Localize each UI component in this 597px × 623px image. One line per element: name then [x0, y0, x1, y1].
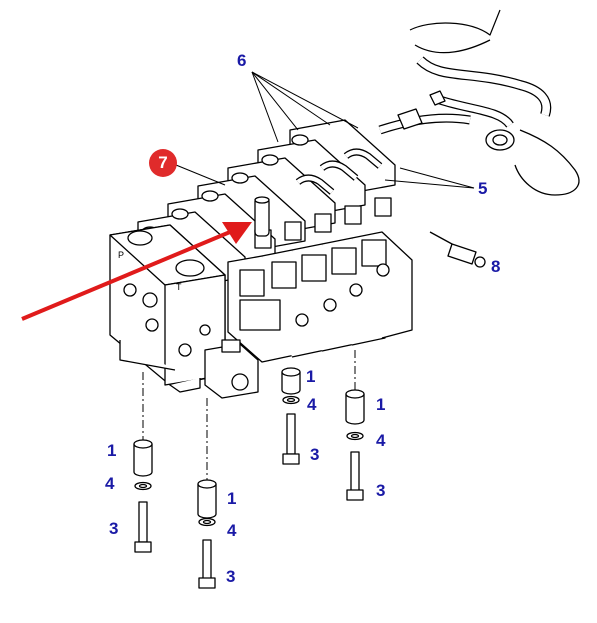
red-arrow	[21, 222, 252, 321]
callout-4-c: 4	[307, 395, 317, 414]
callout-3-a: 3	[109, 519, 119, 538]
callout-badge-7: 7	[149, 149, 177, 177]
spacer-bushing-b	[197, 479, 217, 589]
callout-8: 8	[491, 257, 501, 276]
port-mark-t: T	[176, 282, 182, 292]
alignment-lines	[142, 350, 356, 480]
callout-1-c: 1	[306, 367, 316, 386]
spacer-bushing-c	[281, 367, 301, 465]
leader-lines	[175, 71, 475, 189]
hydraulic-hoses	[378, 9, 580, 196]
callout-5: 5	[478, 179, 488, 198]
port-mark-p: P	[118, 250, 124, 260]
elbow-fittings	[254, 148, 383, 237]
callout-6: 6	[237, 51, 247, 70]
spacer-bushing-d	[345, 389, 365, 501]
callout-4-d: 4	[376, 431, 386, 450]
callout-3-b: 3	[226, 567, 236, 586]
callout-4-a: 4	[105, 474, 115, 493]
callout-1-b: 1	[227, 489, 237, 508]
spacer-bushing-a	[133, 439, 153, 553]
callout-4-b: 4	[227, 521, 237, 540]
callout-1-d: 1	[376, 395, 386, 414]
callout-1-a: 1	[107, 441, 117, 460]
callout-3-d: 3	[376, 481, 386, 500]
solenoid-coil	[204, 339, 259, 399]
pressure-sensor	[429, 231, 486, 268]
callout-3-c: 3	[310, 445, 320, 464]
solenoid-actuators	[227, 197, 413, 363]
